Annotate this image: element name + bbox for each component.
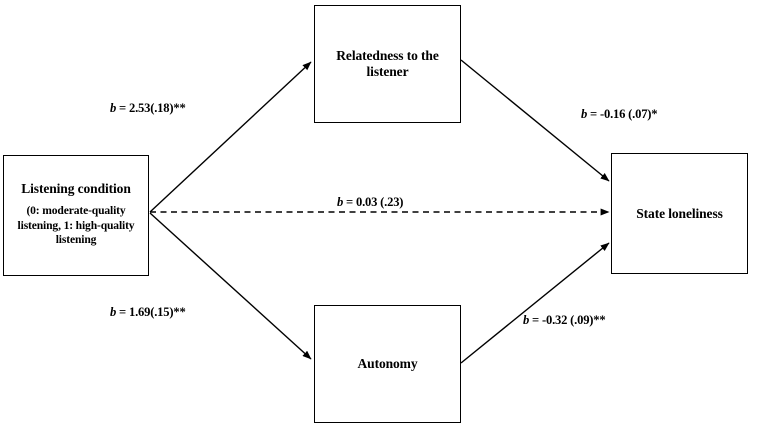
node-listening-condition-title: Listening condition — [21, 181, 131, 197]
coef-value-a2: = 1.69(.15)** — [116, 305, 186, 319]
path-label-a1: b = 2.53(.18)** — [110, 101, 186, 116]
node-autonomy: Autonomy — [314, 305, 461, 423]
coef-symbol-b1: b — [581, 107, 588, 121]
path-label-b2: b = -0.32 (.09)** — [523, 313, 606, 328]
coef-symbol-b2: b — [523, 313, 530, 327]
node-listening-condition: Listening condition (0: moderate-quality… — [3, 155, 149, 276]
coef-symbol-a2: b — [110, 305, 117, 319]
path-a2-arrow — [149, 212, 312, 360]
coef-symbol-c: b — [337, 195, 344, 209]
path-a1-arrow — [149, 61, 312, 213]
coef-value-b2: = -0.32 (.09)** — [529, 313, 606, 327]
node-state-loneliness-title: State loneliness — [636, 205, 723, 221]
coef-value-a1: = 2.53(.18)** — [116, 101, 186, 115]
coef-symbol-a1: b — [110, 101, 117, 115]
coef-value-c: = 0.03 (.23) — [343, 195, 404, 209]
path-label-b1: b = -0.16 (.07)* — [581, 107, 658, 122]
node-relatedness-to-the-listener: Relatedness to the listener — [314, 5, 461, 123]
coef-value-b1: = -0.16 (.07)* — [587, 107, 658, 121]
node-autonomy-title: Autonomy — [357, 356, 418, 372]
node-state-loneliness: State loneliness — [611, 153, 748, 274]
path-b2-arrow — [460, 242, 610, 364]
path-label-a2: b = 1.69(.15)** — [110, 305, 186, 320]
node-listening-condition-subtitle: (0: moderate-quality listening, 1: high-… — [17, 204, 135, 247]
node-relatedness-title: Relatedness to the listener — [336, 48, 439, 79]
path-label-c-direct: b = 0.03 (.23) — [334, 195, 407, 210]
